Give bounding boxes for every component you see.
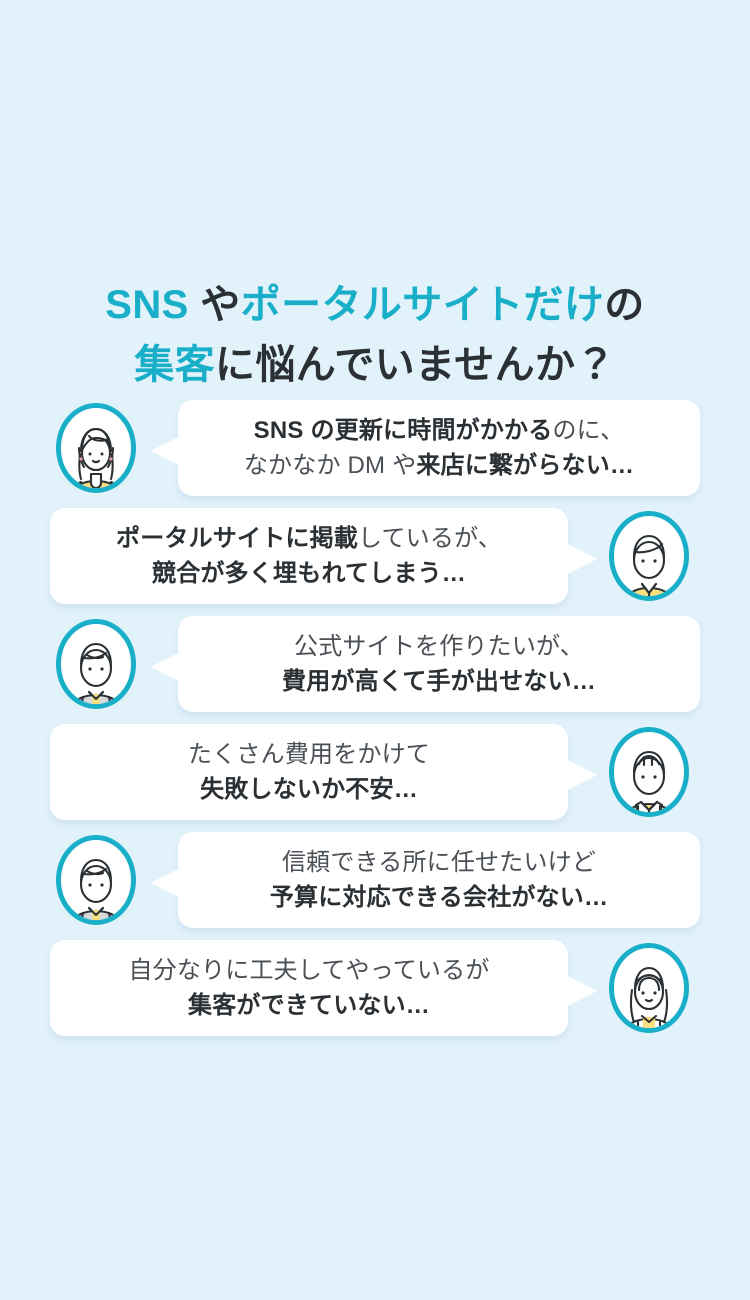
page-title-segment: 集客 — [134, 342, 215, 387]
speech-bubble-line: 予算に対応できる会社がない… — [270, 880, 608, 915]
speech-bubble-tail — [151, 868, 180, 898]
speech-bubble-line: 公式サイトを作りたいが、 — [282, 629, 596, 664]
speech-bubble-segment: 自分なりに工夫してやっているが — [128, 957, 490, 984]
speech-bubble-tail — [568, 544, 597, 574]
speech-bubble-segment: 費用が高くて手が出せない… — [282, 668, 596, 695]
businessman-gray-suit-icon — [55, 618, 137, 710]
speech-bubble: 公式サイトを作りたいが、費用が高くて手が出せない… — [178, 616, 700, 712]
speech-bubble: ポータルサイトに掲載しているが、競合が多く埋もれてしまう… — [50, 508, 568, 604]
speech-bubble-segment: 来店に繋がらない… — [416, 452, 635, 479]
page-title-segment: ポータルサイトだけ — [240, 282, 605, 327]
speech-bubble-tail — [568, 760, 597, 790]
speech-bubble-line: ポータルサイトに掲載しているが、 — [116, 521, 502, 556]
speech-bubble-segment: 失敗しないか不安… — [200, 776, 418, 803]
speech-bubble-line: 競合が多く埋もれてしまう… — [116, 556, 502, 591]
pain-point-row: ポータルサイトに掲載しているが、競合が多く埋もれてしまう… — [0, 504, 750, 612]
speech-bubble: 信頼できる所に任せたいけど予算に対応できる会社がない… — [178, 832, 700, 928]
speech-bubble-line: 費用が高くて手が出せない… — [282, 664, 596, 699]
speech-bubble-segment: 信頼できる所に任せたいけど — [281, 849, 597, 876]
speech-bubble-segment: SNS の更新に時間がかかる — [253, 417, 553, 444]
page-title-line-2: 集客に悩んでいませんか？ — [0, 335, 750, 395]
speech-bubble: 自分なりに工夫してやっているが集客ができていない… — [50, 940, 568, 1036]
speech-bubble-segment: のに、 — [552, 417, 625, 444]
businessman-gray-suit-icon — [55, 834, 137, 926]
page-title-segment: や — [200, 282, 241, 327]
pain-point-row: SNS の更新に時間がかかるのに、なかなか DM や来店に繋がらない… — [0, 396, 750, 504]
speech-bubble-text: たくさん費用をかけて失敗しないか不安… — [170, 737, 448, 807]
speech-bubble-segment: 競合が多く埋もれてしまう… — [152, 560, 466, 587]
speech-bubble-line: 自分なりに工夫してやっているが — [128, 953, 489, 988]
woman-long-hair-polkadot-icon — [55, 402, 137, 494]
man-yellow-cardigan-icon — [608, 726, 690, 818]
man-yellow-polo-icon — [608, 510, 690, 602]
pain-point-row: 自分なりに工夫してやっているが集客ができていない… — [0, 936, 750, 1044]
page-title-segment: に悩んでいませんか？ — [215, 342, 616, 387]
speech-bubble-line: なかなか DM や来店に繋がらない… — [244, 448, 634, 483]
speech-bubble-text: ポータルサイトに掲載しているが、競合が多く埋もれてしまう… — [98, 521, 520, 591]
speech-bubble-text: SNS の更新に時間がかかるのに、なかなか DM や来店に繋がらない… — [226, 413, 652, 483]
speech-bubble-text: 信頼できる所に任せたいけど予算に対応できる会社がない… — [252, 845, 626, 915]
speech-bubble: たくさん費用をかけて失敗しないか不安… — [50, 724, 568, 820]
speech-bubble-tail — [151, 652, 180, 682]
speech-bubble-text: 公式サイトを作りたいが、費用が高くて手が出せない… — [264, 629, 614, 699]
speech-bubble-segment: なかなか DM や — [243, 452, 417, 479]
speech-bubble-segment: 集客ができていない… — [188, 992, 430, 1019]
pain-point-row: 信頼できる所に任せたいけど予算に対応できる会社がない… — [0, 828, 750, 936]
page-title-segment: の — [604, 282, 645, 327]
speech-bubble-line: SNS の更新に時間がかかるのに、 — [244, 413, 634, 448]
speech-bubble-line: 信頼できる所に任せたいけど — [270, 845, 608, 880]
woman-long-hair-white-jacket-icon — [608, 942, 690, 1034]
pain-point-list: SNS の更新に時間がかかるのに、なかなか DM や来店に繋がらない…ポータルサ… — [0, 396, 750, 1044]
speech-bubble-text: 自分なりに工夫してやっているが集客ができていない… — [110, 953, 507, 1023]
speech-bubble-segment: しているが、 — [358, 525, 502, 552]
pain-point-row: たくさん費用をかけて失敗しないか不安… — [0, 720, 750, 828]
speech-bubble-line: 集客ができていない… — [128, 988, 489, 1023]
speech-bubble-tail — [151, 436, 180, 466]
speech-bubble-line: たくさん費用をかけて — [188, 737, 430, 772]
pain-point-row: 公式サイトを作りたいが、費用が高くて手が出せない… — [0, 612, 750, 720]
speech-bubble-segment: たくさん費用をかけて — [188, 741, 430, 768]
page-title-line-1: SNS やポータルサイトだけの — [0, 275, 750, 335]
speech-bubble-line: 失敗しないか不安… — [188, 772, 430, 807]
speech-bubble: SNS の更新に時間がかかるのに、なかなか DM や来店に繋がらない… — [178, 400, 700, 496]
speech-bubble-segment: ポータルサイトに掲載 — [116, 525, 358, 552]
speech-bubble-segment: 公式サイトを作りたいが、 — [294, 633, 584, 660]
page-title: SNS やポータルサイトだけの 集客に悩んでいませんか？ — [0, 275, 750, 395]
speech-bubble-segment: 予算に対応できる会社がない… — [269, 884, 609, 911]
speech-bubble-tail — [568, 976, 597, 1006]
page-title-segment: SNS — [105, 282, 201, 327]
